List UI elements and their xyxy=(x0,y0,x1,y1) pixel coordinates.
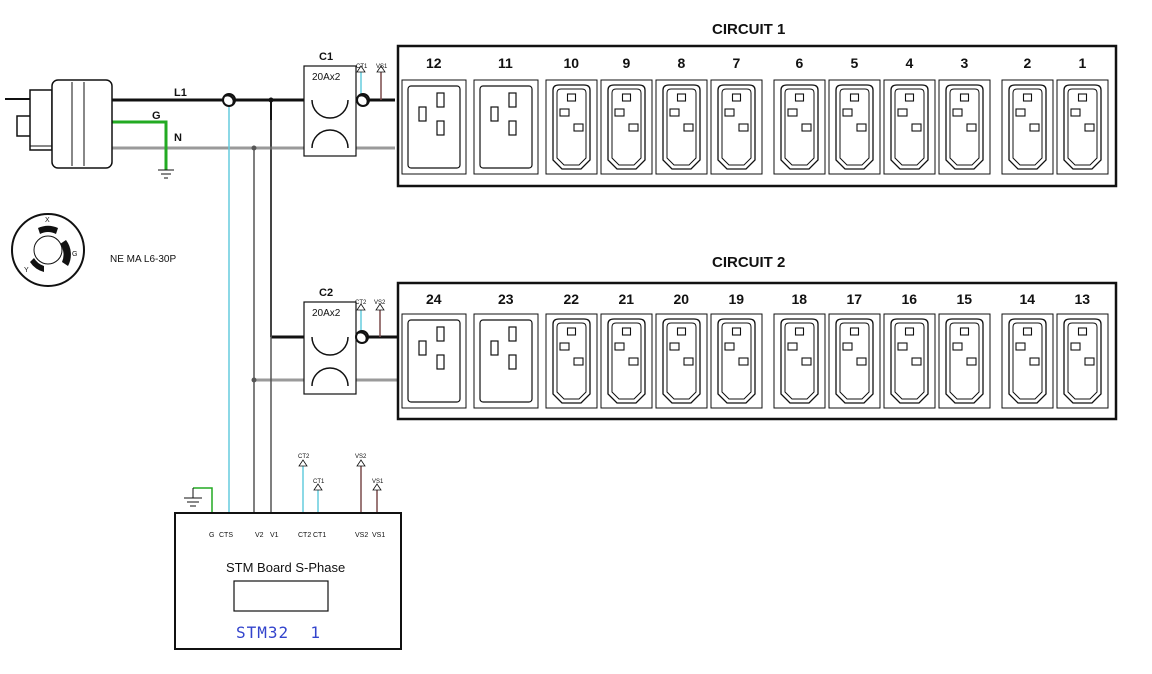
outlet-15 xyxy=(938,313,991,409)
outlet-label-3: 3 xyxy=(961,55,969,71)
outlet-4 xyxy=(883,79,936,175)
outlet-10 xyxy=(545,79,598,175)
outlet-label-18: 18 xyxy=(792,291,808,307)
outlet-3 xyxy=(938,79,991,175)
outlet-2 xyxy=(1001,79,1054,175)
board-mcu-label: STM32 1 xyxy=(236,623,321,642)
input-plug xyxy=(5,79,113,169)
neutral-label: N xyxy=(174,132,182,144)
sensor-vs2-label: VS2 xyxy=(355,454,367,460)
outlet-label-15: 15 xyxy=(957,291,973,307)
outlet-21 xyxy=(600,313,653,409)
outlet-11 xyxy=(473,79,539,175)
outlet-18 xyxy=(773,313,826,409)
breaker-c2-rating: 20Ax2 xyxy=(312,308,341,319)
outlet-20 xyxy=(655,313,708,409)
ct2-tap-label: CT2 xyxy=(355,300,367,306)
nema-pin-x: X xyxy=(45,217,50,224)
outlet-label-20: 20 xyxy=(674,291,690,307)
breaker-c2 xyxy=(303,301,357,395)
outlet-label-11: 11 xyxy=(498,55,513,71)
nema-label: NE MA L6-30P xyxy=(110,254,176,265)
board-pin-vs2: VS2 xyxy=(355,532,368,539)
board-pin-g: G xyxy=(209,532,214,539)
outlet-16 xyxy=(883,313,936,409)
outlet-label-19: 19 xyxy=(729,291,745,307)
outlet-label-22: 22 xyxy=(564,291,580,307)
board-pin-cts: CTS xyxy=(219,532,233,539)
circuit2-title: CIRCUIT 2 xyxy=(712,254,785,271)
board-display xyxy=(233,580,329,612)
outlet-label-21: 21 xyxy=(619,291,635,307)
circuit1-outlets: 12 11 10 9 8 7 6 5 4 3 2 1 xyxy=(401,55,1109,175)
sensor-vs1-label: VS1 xyxy=(372,479,384,485)
outlet-label-14: 14 xyxy=(1020,291,1036,307)
sensor-ct1-label: CT1 xyxy=(313,479,325,485)
v2-junction xyxy=(251,145,257,151)
ground-label: G xyxy=(152,110,161,122)
circuit2-outlets: 24 23 22 21 20 19 18 17 16 15 14 13 xyxy=(401,291,1109,409)
breaker-c1-rating: 20Ax2 xyxy=(312,72,341,83)
v2-junction-2 xyxy=(251,377,257,383)
vs2-tap-label: VS2 xyxy=(374,300,386,306)
board-pin-v1: V1 xyxy=(270,532,279,539)
outlet-19 xyxy=(710,313,763,409)
breaker-c1-id: C1 xyxy=(319,51,333,63)
nema-plug-face xyxy=(11,213,85,287)
sensor-ct2-label: CT2 xyxy=(298,454,310,460)
outlet-label-24: 24 xyxy=(426,291,442,307)
outlet-label-7: 7 xyxy=(733,55,741,71)
outlet-7 xyxy=(710,79,763,175)
outlet-1 xyxy=(1056,79,1109,175)
l1-label: L1 xyxy=(174,87,187,99)
outlet-24 xyxy=(401,313,467,409)
board-pin-ct1: CT1 xyxy=(313,532,326,539)
outlet-5 xyxy=(828,79,881,175)
outlet-label-16: 16 xyxy=(902,291,918,307)
outlet-17 xyxy=(828,313,881,409)
board-title: STM Board S-Phase xyxy=(226,560,345,575)
outlet-23 xyxy=(473,313,539,409)
wiring xyxy=(112,72,402,513)
l1-junction xyxy=(268,97,274,103)
outlet-label-2: 2 xyxy=(1024,55,1032,71)
outlet-label-13: 13 xyxy=(1075,291,1091,307)
outlet-8 xyxy=(655,79,708,175)
board-pin-ct2: CT2 xyxy=(298,532,311,539)
outlet-label-4: 4 xyxy=(906,55,914,71)
outlet-label-6: 6 xyxy=(796,55,804,71)
outlet-12 xyxy=(401,79,467,175)
board-pin-vs1: VS1 xyxy=(372,532,385,539)
outlet-label-9: 9 xyxy=(623,55,631,71)
outlet-14 xyxy=(1001,313,1054,409)
circuit1-title: CIRCUIT 1 xyxy=(712,21,785,38)
outlet-label-12: 12 xyxy=(426,55,442,71)
outlet-label-1: 1 xyxy=(1079,55,1087,71)
outlet-label-8: 8 xyxy=(678,55,686,71)
outlet-label-5: 5 xyxy=(851,55,859,71)
nema-pin-y: Y xyxy=(24,267,29,274)
outlet-label-10: 10 xyxy=(564,55,580,71)
breaker-c2-id: C2 xyxy=(319,287,333,299)
outlet-label-23: 23 xyxy=(498,291,514,307)
outlet-label-17: 17 xyxy=(847,291,863,307)
nema-pin-g: G xyxy=(72,251,77,258)
board-pin-v2: V2 xyxy=(255,532,264,539)
ground-wire xyxy=(112,120,168,170)
board-ground-wire xyxy=(193,487,213,513)
outlet-22 xyxy=(545,313,598,409)
breaker-c1 xyxy=(303,65,357,157)
outlet-13 xyxy=(1056,313,1109,409)
outlet-6 xyxy=(773,79,826,175)
outlet-9 xyxy=(600,79,653,175)
